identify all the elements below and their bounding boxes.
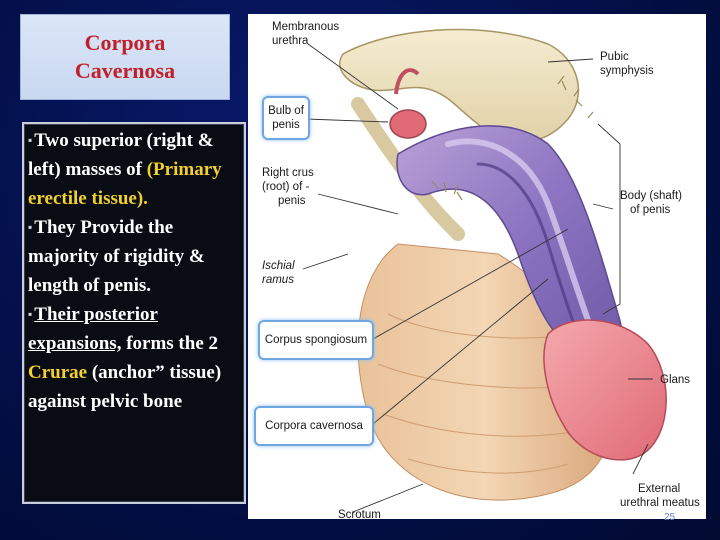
label-corpora-cavernosa: Corpora cavernosa [254,406,374,446]
text-panel-content: ▪Two superior (right & left) masses of (… [28,126,246,416]
label-external-urethral-meatus: External urethral meatus [620,483,700,509]
label-right-crus: Right crus (root) of - penis [262,167,314,207]
label-body-of-penis: Body (shaft) of penis [620,190,682,216]
label-bulb-of-penis: Bulb of penis [262,96,310,140]
text-panel [22,122,246,504]
p2-text: They Provide the majority of rigidity & … [28,217,205,296]
p3-highlight: Crurae [28,362,88,383]
anatomy-illustration [302,28,667,513]
title-line-2: Cavernosa [74,58,176,83]
p3-underlined: Their posterior expansions, [28,304,158,354]
p3-text-a: forms the 2 [121,333,219,354]
page-number: 25 [664,512,676,523]
square-bullet-icon: ▪ [28,133,33,147]
bulb-shape [389,109,427,139]
p3-text-b: (anchor” tissue) against pelvic bone [28,362,222,412]
title-line-1: Corpora [84,30,166,55]
label-membranous-urethra: Membranous urethra [272,21,340,47]
label-pubic-symphysis: Pubic symphysis [600,51,654,77]
label-glans: Glans [660,374,691,386]
anatomy-diagram: Membranous urethra Pubic symphysis Bulb … [248,14,706,521]
label-ischial-ramus: Ischial ramus [262,260,295,286]
paragraph-2: ▪They Provide the majority of rigidity &… [28,213,246,300]
paragraph-3: ▪Their posterior expansions, forms the 2… [28,300,246,416]
p1-text: Two superior (right & left) masses of [28,130,214,180]
label-scrotum: Scrotum [338,509,381,521]
square-bullet-icon: ▪ [28,307,33,321]
square-bullet-icon: ▪ [28,220,33,234]
slide-title: Corpora Cavernosa [20,14,230,100]
label-corpus-spongiosum: Corpus spongiosum [258,320,374,360]
paragraph-1: ▪Two superior (right & left) masses of (… [28,126,246,213]
p1-highlight: (Primary erectile tissue). [28,159,222,209]
